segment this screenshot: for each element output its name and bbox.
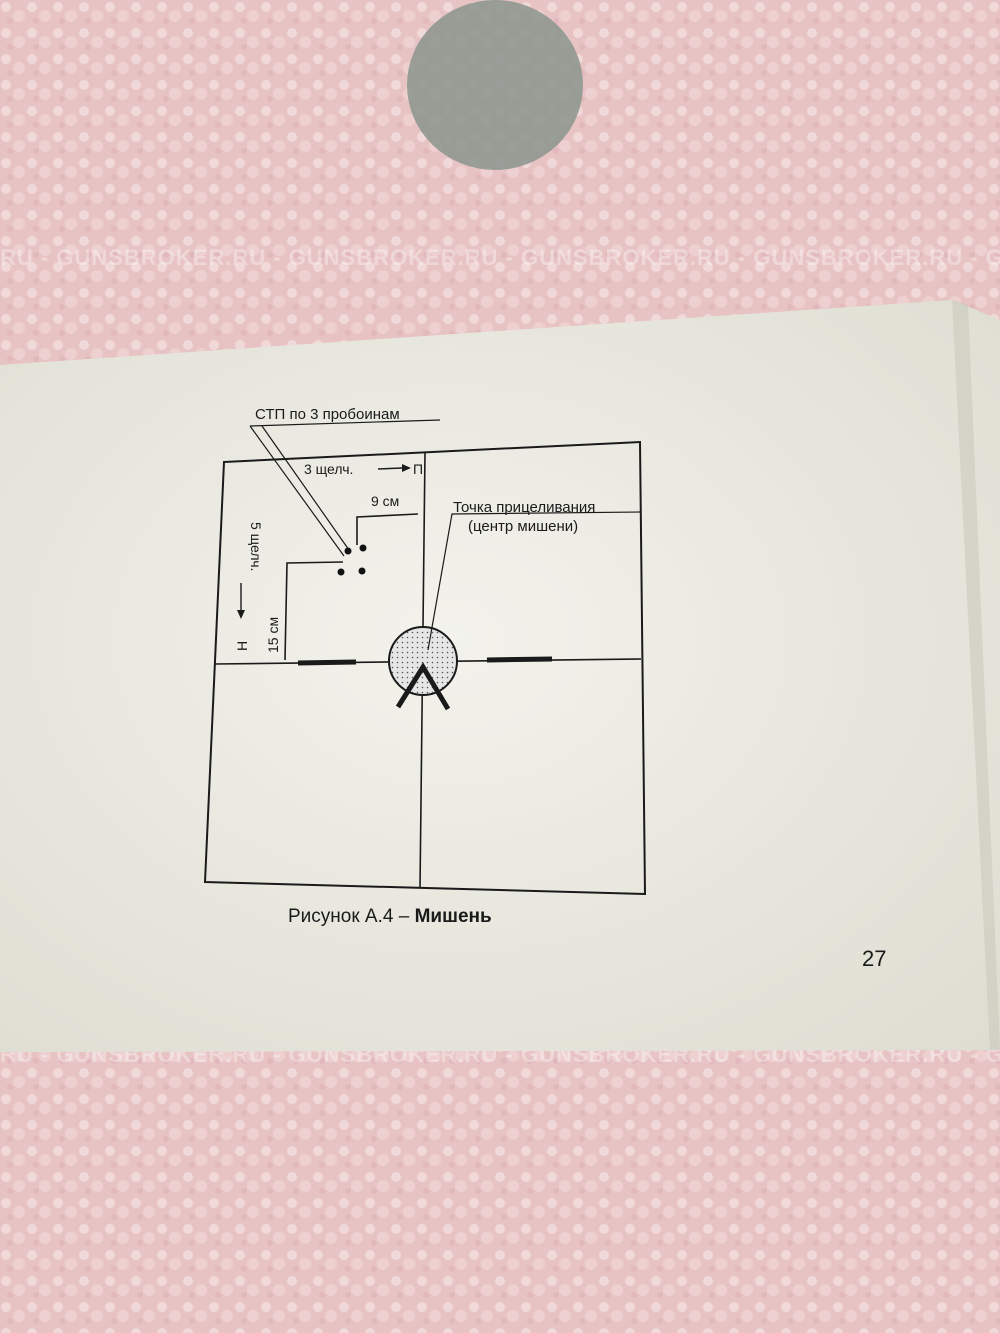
caption-bold: Мишень — [415, 906, 492, 927]
stp-leader-right — [261, 425, 350, 551]
aim-marker — [395, 662, 451, 711]
shot-hole — [337, 568, 345, 576]
shot-hole — [344, 547, 352, 555]
right-letter: П — [413, 461, 423, 477]
axis-mark-left — [297, 659, 357, 666]
clicks-down-label: 5 щелч. — [248, 522, 264, 571]
caption-prefix: Рисунок А.4 – — [288, 906, 415, 927]
offset-up-label: 15 см — [265, 617, 281, 653]
grey-spot — [407, 0, 583, 170]
stp-label: СТП по 3 пробоинам — [255, 406, 400, 423]
axis-mark-right — [486, 656, 553, 663]
watermark-top: RU - GUNSBROKER.RU - GUNSBROKER.RU - GUN… — [0, 245, 1000, 270]
aim-leader — [427, 511, 641, 651]
arrow-down-icon — [237, 610, 245, 619]
clicks-right-label: 3 щелч. — [304, 461, 353, 477]
page-number: 27 — [862, 946, 886, 971]
paper-sheet — [0, 300, 1000, 1052]
figure-caption: Рисунок А.4 – Мишень — [288, 906, 492, 927]
dimension-9cm — [356, 513, 419, 545]
offset-right-label: 9 см — [371, 493, 399, 509]
stp-underline — [249, 419, 441, 427]
shot-hole — [359, 544, 367, 552]
stp-leader-left — [249, 425, 345, 557]
shot-hole — [358, 567, 366, 575]
arrow-right-icon — [402, 464, 411, 472]
paper-edge-shadow — [952, 300, 1000, 1050]
down-letter: Н — [234, 641, 250, 651]
dimension-15cm — [284, 561, 344, 661]
target-frame — [203, 440, 647, 896]
aim-point-line2: (центр мишени) — [468, 518, 578, 535]
arrow-right-line — [377, 467, 403, 470]
target-center — [388, 626, 458, 696]
aim-point-line1: Точка прицеливания — [453, 499, 595, 516]
